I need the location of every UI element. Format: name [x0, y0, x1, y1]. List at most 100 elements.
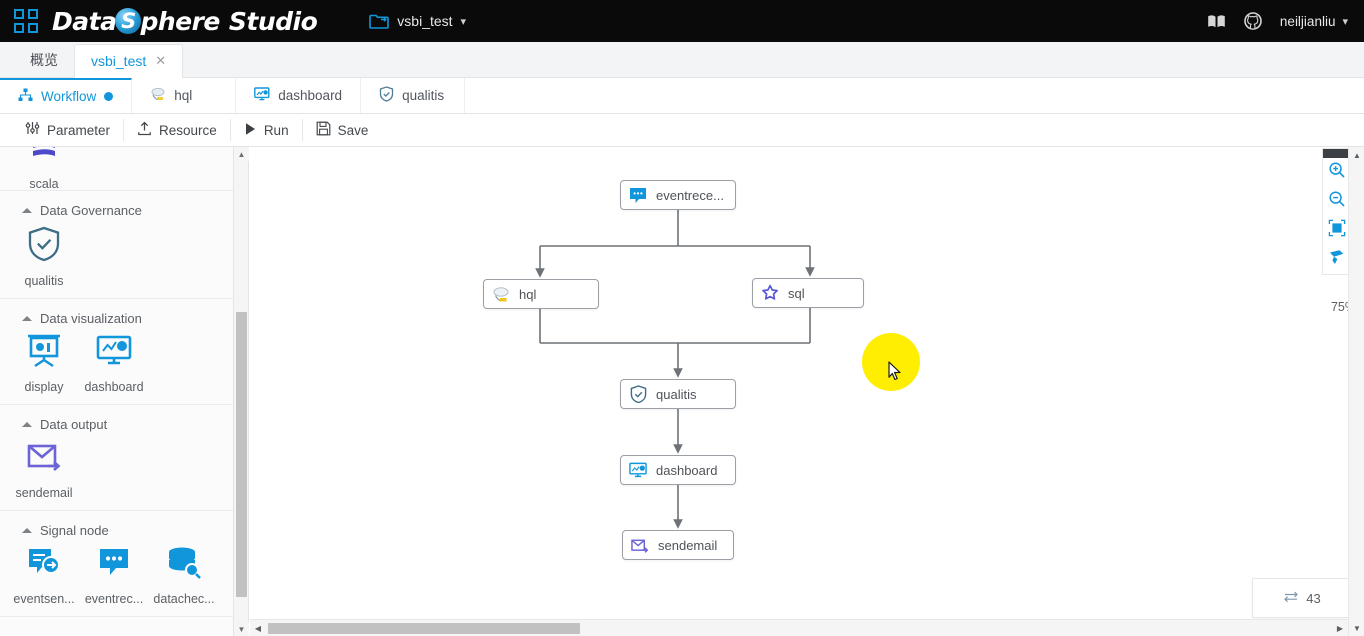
- scroll-up-arrow-icon[interactable]: ▲: [234, 147, 249, 161]
- shield-check-icon: [379, 86, 394, 105]
- scroll-left-arrow-icon[interactable]: ◀: [254, 624, 262, 633]
- chevron-down-icon: ▾: [460, 15, 467, 28]
- node-count-value: 43: [1306, 590, 1321, 606]
- palette-group-header[interactable]: Signal node: [0, 511, 233, 546]
- scroll-down-arrow-icon[interactable]: ▼: [234, 622, 249, 636]
- dashboard-monitor-icon: [96, 334, 132, 373]
- canvas-node-hql[interactable]: hql: [483, 279, 599, 309]
- canvas-vertical-scrollbar[interactable]: ▲ ▼: [1348, 147, 1364, 636]
- palette-group-header[interactable]: Data output: [0, 405, 233, 440]
- subtab-workflow[interactable]: Workflow: [0, 78, 133, 113]
- palette-group-items: sendemail: [0, 440, 233, 500]
- canvas-node-sql[interactable]: sql: [752, 278, 864, 308]
- palette-item-dashboard[interactable]: dashboard: [84, 334, 144, 394]
- canvas-node-dashboard[interactable]: dashboard: [620, 455, 736, 485]
- spark-star-icon: [761, 284, 779, 302]
- canvas-horizontal-scrollbar[interactable]: ◀ ▶: [250, 619, 1348, 636]
- save-button[interactable]: Save: [303, 119, 382, 141]
- palette-item-datacheck[interactable]: datachec...: [153, 546, 215, 606]
- canvas-node-qualitis[interactable]: qualitis: [620, 379, 736, 409]
- document-tab-bar: 概览 vsbi_test ✕: [0, 42, 1364, 78]
- node-label: qualitis: [656, 386, 697, 402]
- close-icon[interactable]: ✕: [155, 53, 167, 68]
- palette-group-header[interactable]: Data Governance: [0, 191, 233, 226]
- subtab-dashboard[interactable]: dashboard: [236, 78, 362, 113]
- project-selector[interactable]: vsbi_test ▾: [369, 13, 466, 29]
- shield-check-icon: [27, 226, 61, 267]
- palette-item-sendemail[interactable]: sendemail: [16, 440, 73, 500]
- exchange-arrows-icon: [1283, 590, 1299, 606]
- tab-vsbi-test[interactable]: vsbi_test ✕: [74, 44, 184, 78]
- palette-group-header[interactable]: Data visualization: [0, 299, 233, 334]
- palette-group-partial: scala: [0, 147, 233, 191]
- horizontal-scrollbar-thumb[interactable]: [268, 623, 580, 634]
- palette-item-label: eventsen...: [13, 592, 75, 606]
- zoom-out-button[interactable]: [1323, 187, 1351, 216]
- canvas-node-sendemail[interactable]: sendemail: [622, 530, 734, 560]
- node-label: sendemail: [658, 537, 718, 553]
- node-palette[interactable]: scala Data Governance qualitis: [0, 147, 234, 636]
- sliders-icon: [25, 121, 40, 139]
- hive-icon: [492, 285, 510, 303]
- header-right-group: neiljianliu ▾: [1207, 12, 1364, 30]
- subtab-label: Workflow: [41, 89, 97, 104]
- dashboard-monitor-icon: [629, 461, 647, 479]
- mail-send-icon: [631, 536, 649, 554]
- resource-button[interactable]: Resource: [124, 119, 231, 141]
- palette-item-label: scala: [29, 177, 59, 191]
- upload-icon: [137, 121, 152, 139]
- tab-overview[interactable]: 概览: [14, 43, 74, 77]
- workflow-hierarchy-icon: [18, 88, 33, 105]
- chevron-down-icon: ▾: [1342, 15, 1348, 28]
- palette-scrollbar[interactable]: ▲ ▼: [234, 147, 249, 636]
- palette-scrollbar-thumb[interactable]: [236, 312, 247, 597]
- book-icon[interactable]: [1207, 14, 1226, 29]
- canvas-node-eventrece[interactable]: eventrece...: [620, 180, 736, 210]
- palette-group-items: eventsen... eventrec...: [0, 546, 233, 606]
- subtab-label: qualitis: [402, 88, 445, 103]
- mail-send-icon: [26, 440, 62, 479]
- user-menu[interactable]: neiljianliu ▾: [1280, 14, 1348, 29]
- app-header: Data S phere Studio vsbi_test ▾: [0, 0, 1364, 42]
- grid-apps-icon[interactable]: [14, 9, 38, 33]
- palette-item-display[interactable]: display: [16, 334, 72, 394]
- action-toolbar: Parameter Resource Run: [0, 114, 1364, 147]
- node-label: eventrece...: [656, 187, 724, 203]
- brand-prefix: Data: [52, 6, 117, 36]
- toolbar-label: Run: [263, 122, 289, 138]
- parameter-button[interactable]: Parameter: [12, 119, 125, 141]
- palette-group-items: display dashboard: [0, 334, 233, 394]
- event-receive-icon: [629, 186, 647, 204]
- scroll-right-arrow-icon[interactable]: ▶: [1336, 624, 1344, 633]
- workflow-canvas[interactable]: eventrece... hql sql: [250, 147, 1364, 619]
- floppy-save-icon: [316, 121, 331, 139]
- run-button[interactable]: Run: [231, 119, 303, 141]
- subtab-hql[interactable]: hql: [132, 78, 237, 113]
- github-icon[interactable]: [1244, 12, 1262, 30]
- username-label: neiljianliu: [1279, 13, 1336, 29]
- palette-item-eventsender[interactable]: eventsen...: [13, 546, 75, 606]
- canvas-zoom-panel[interactable]: [1322, 148, 1352, 275]
- fit-to-screen-button[interactable]: [1323, 216, 1351, 245]
- caret-up-icon: [22, 316, 32, 321]
- palette-item-label: dashboard: [84, 380, 144, 394]
- scroll-down-arrow-icon[interactable]: ▼: [1353, 623, 1361, 633]
- node-count-badge[interactable]: 43: [1252, 578, 1352, 618]
- event-receive-icon: [96, 546, 132, 585]
- zoom-panel-drag-handle[interactable]: [1323, 149, 1351, 158]
- caret-up-icon: [22, 208, 32, 213]
- format-layout-button[interactable]: [1323, 245, 1351, 274]
- subtab-qualitis[interactable]: qualitis: [361, 78, 466, 113]
- tab-label: vsbi_test: [91, 53, 147, 69]
- scroll-up-arrow-icon[interactable]: ▲: [1353, 150, 1361, 160]
- magnifier-minus-icon: [1328, 190, 1346, 213]
- palette-group-title: Signal node: [40, 523, 109, 538]
- palette-item-qualitis[interactable]: qualitis: [16, 226, 72, 288]
- brand-mid: phere: [140, 6, 220, 36]
- palette-item-scala[interactable]: scala: [16, 147, 72, 191]
- shield-check-icon: [629, 385, 647, 403]
- palette-item-eventreceiver[interactable]: eventrec...: [85, 546, 143, 606]
- zoom-in-button[interactable]: [1323, 158, 1351, 187]
- node-label: dashboard: [656, 462, 718, 478]
- event-send-icon: [26, 546, 62, 585]
